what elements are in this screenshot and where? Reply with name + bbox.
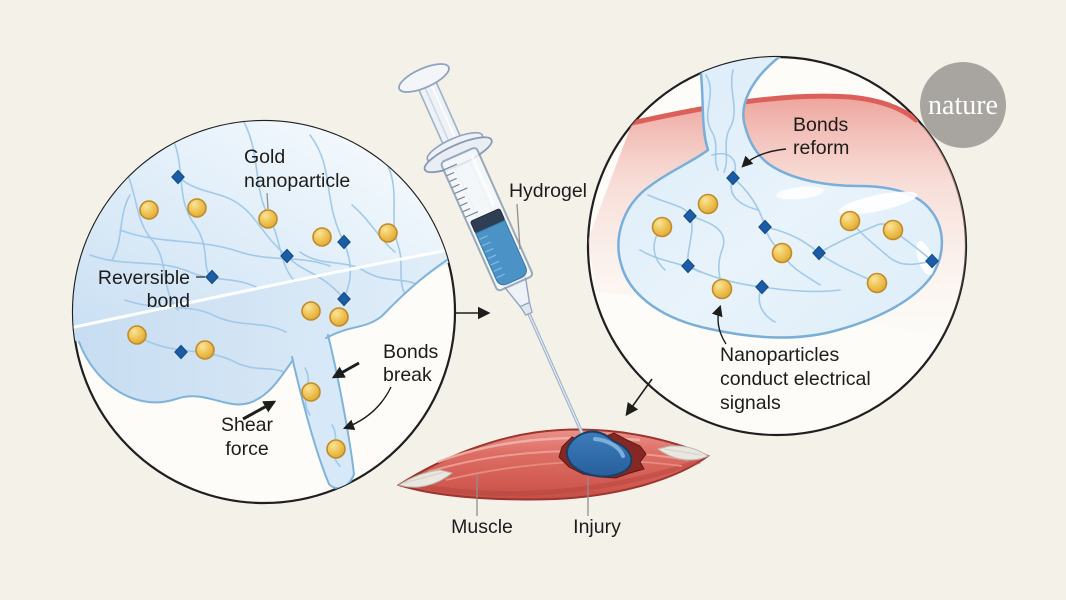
gold-nanoparticle-leader-line (266, 192, 269, 210)
tendon-left-line (403, 471, 445, 484)
bonds-reform-label-line2: reform (793, 137, 849, 159)
reversible-bond-label-line1: Reversible (98, 267, 190, 289)
gold-nanoparticle-icon (326, 439, 346, 459)
gold-nanoparticle-icon (839, 210, 861, 232)
nature-logo-circle (920, 62, 1006, 148)
bonds-break-curved-arrow (342, 386, 392, 431)
plunger-rod-highlight (428, 78, 459, 145)
barrel-shine (470, 154, 496, 207)
tendon-right-line (663, 448, 703, 456)
shear-force-label-line2: force (225, 438, 268, 460)
nanoparticles-label-line1: Nanoparticles (720, 344, 839, 366)
gold-nanoparticle-icon (697, 193, 719, 215)
needle-collar (519, 301, 533, 316)
bonds-reform-arrow (741, 148, 787, 168)
hydrogel-in-barrel (475, 219, 527, 286)
gel-graduations (479, 235, 505, 279)
bonds-reform-label-line1: Bonds (793, 114, 849, 136)
gold-nanoparticle-icon (187, 198, 207, 218)
nanoparticles-label-line3: signals (720, 392, 781, 414)
gold-nanoparticle-icon (378, 223, 398, 243)
reversible-bond-label-line2: bond (147, 290, 190, 312)
gold-nanoparticle-label-line2: nanoparticle (244, 170, 350, 192)
barrel-graduations (443, 163, 479, 218)
gold-nanoparticle-icon (771, 242, 793, 264)
shear-force-label-line1: Shear (221, 414, 274, 436)
nanoparticles-arrow (711, 304, 727, 345)
polymer-network-left (89, 121, 425, 467)
muscle-tissue-band-edge (629, 93, 919, 126)
gold-nanoparticle-icon (651, 216, 673, 238)
needle-highlight (521, 297, 586, 440)
blob-shine (916, 240, 934, 276)
hydrogel-leader-line (516, 203, 521, 250)
gold-nanoparticle-label-line1: Gold (244, 146, 285, 168)
injury-hydrogel-drop (565, 430, 633, 478)
bonds-break-label-line2: break (383, 364, 432, 386)
nanoparticles-label-line2: conduct electrical (720, 368, 871, 390)
hydrogel-label: Hydrogel (509, 180, 587, 202)
right-inset-to-muscle-arrow (625, 378, 653, 417)
right-inset-circle: Bonds reform Nanoparticles conduct elect… (586, 55, 968, 437)
gold-nanoparticle-icon (312, 227, 332, 247)
gold-nanoparticle-icon (301, 301, 321, 321)
gold-nanoparticle-icon (258, 209, 278, 229)
gold-nanoparticle-icon (711, 278, 733, 300)
nature-logo: nature (920, 62, 1006, 148)
blob-shine (838, 191, 918, 215)
gold-nanoparticle-icon (866, 272, 888, 294)
shear-crack (73, 244, 455, 332)
tendon-left (397, 469, 454, 488)
gold-nanoparticle-icon (882, 219, 904, 241)
gold-nanoparticle-icon (195, 340, 215, 360)
drop-highlight (593, 437, 625, 458)
bonds-break-arrow (331, 361, 360, 379)
muscle-striation (427, 450, 689, 473)
muscle-label: Muscle (451, 516, 513, 538)
muscle-shadow-band (419, 458, 701, 497)
injury-label: Injury (573, 516, 621, 538)
tendon-right (656, 445, 709, 461)
bonds-break-label-line1: Bonds (383, 341, 439, 363)
gold-nanoparticle-icon (127, 325, 147, 345)
plunger-rod-ridge (421, 81, 453, 148)
nature-logo-text: nature (928, 90, 998, 121)
gold-nanoparticle-icon (301, 382, 321, 402)
gold-nanoparticle-icon (139, 200, 159, 220)
gold-nanoparticle-icon (329, 307, 349, 327)
syringe (398, 63, 587, 441)
plunger-thumb-pad (398, 63, 450, 93)
blob-shine (776, 186, 824, 200)
shear-force-arrow (242, 400, 277, 421)
